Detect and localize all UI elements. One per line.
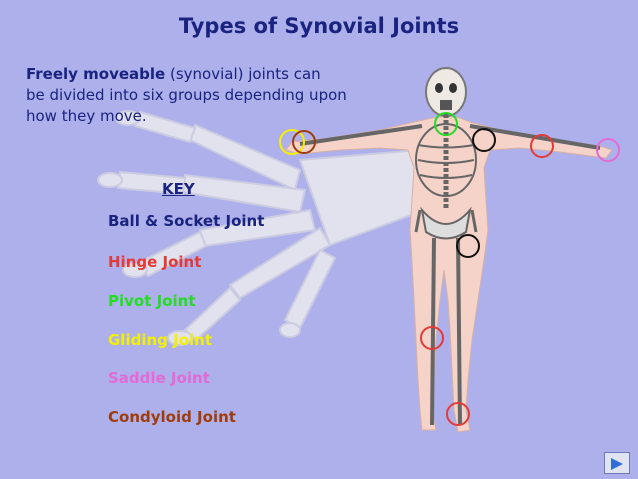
key-title: KEY [162,180,195,198]
joint-marker-hinge-elbow [530,134,554,158]
joint-markers [279,112,620,426]
joint-marker-saddle [596,138,620,162]
intro-normal: (synovial) joints can [165,65,321,83]
joint-marker-condyloid [292,130,316,154]
key-item-gliding: Gliding Joint [108,331,212,349]
joint-marker-gliding [279,129,305,155]
slide-title: Types of Synovial Joints [178,14,460,38]
key-item-hinge: Hinge Joint [108,253,202,271]
key-item-saddle: Saddle Joint [108,369,210,387]
skeleton-illustration [285,67,613,433]
hand-bones-illustration [97,110,427,346]
next-slide-button[interactable] [604,452,630,474]
intro-text: Freely moveable (synovial) joints can be… [26,64,366,127]
key-item-pivot: Pivot Joint [108,292,196,310]
intro-line-3: how they move. [26,107,147,125]
intro-line-2: be divided into six groups depending upo… [26,86,347,104]
joint-marker-pivot [434,112,458,136]
key-item-condyloid: Condyloid Joint [108,408,236,426]
joint-marker-hinge-knee [420,326,444,350]
next-slide-arrow-icon [611,458,623,470]
joint-marker-ball-socket-hip [456,234,480,258]
joint-marker-hinge-ankle [446,402,470,426]
key-item-ball-socket: Ball & Socket Joint [108,212,265,230]
joint-marker-ball-socket-shoulder [472,128,496,152]
intro-bold: Freely moveable [26,65,166,83]
